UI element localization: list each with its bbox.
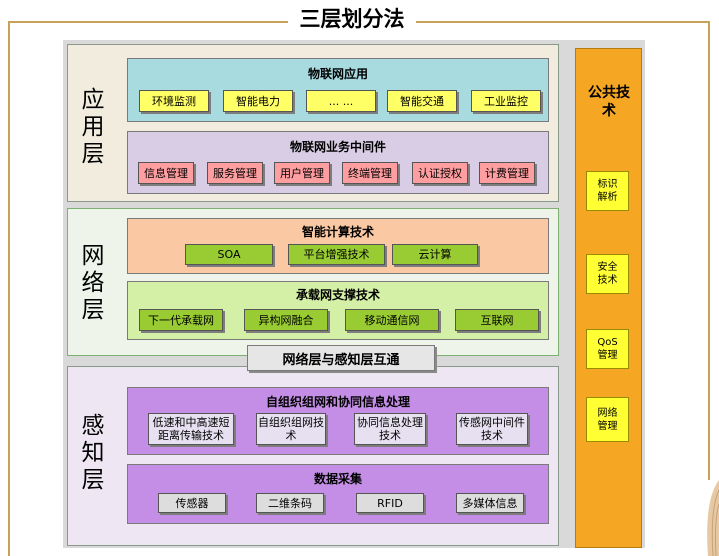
- mw-info-management: 信息管理: [138, 162, 194, 184]
- app-env-monitoring: 环境监测: [139, 90, 209, 112]
- iot-app-title: 物联网应用: [307, 67, 368, 81]
- dc-multimedia: 多媒体信息: [456, 493, 524, 513]
- so-sensor-middleware: 传感网中间件技术: [456, 413, 528, 445]
- app-smart-traffic: 智能交通: [387, 90, 457, 112]
- main-title: 三层划分法: [288, 4, 416, 34]
- self-org-panel: 自组织组网和协同信息处理 低速和中高速短距离传输技术 自组织组网技术 协同信息处…: [127, 387, 549, 455]
- so-self-org-networking: 自组织组网技术: [256, 413, 326, 445]
- app-ellipsis: ... ...: [306, 90, 376, 112]
- data-collection-panel: 数据采集 传感器 二维条码 RFID 多媒体信息: [127, 464, 549, 524]
- pt-security: 安全技术: [586, 254, 629, 294]
- bearer-network-title: 承载网支撑技术: [295, 288, 380, 302]
- middleware-panel: 物联网业务中间件 信息管理 服务管理 用户管理 终端管理 认证授权 计费管理: [127, 131, 549, 194]
- so-collaborative-processing: 协同信息处理技术: [354, 413, 426, 445]
- mw-terminal-management: 终端管理: [342, 162, 398, 184]
- so-transmission: 低速和中高速短距离传输技术: [148, 413, 234, 445]
- mw-billing: 计费管理: [479, 162, 535, 184]
- mw-user-management: 用户管理: [274, 162, 330, 184]
- net-mobile-communication: 移动通信网: [345, 309, 439, 331]
- dc-qr-code: 二维条码: [256, 493, 324, 513]
- corner-decoration: [702, 480, 719, 556]
- net-next-gen-bearer: 下一代承载网: [139, 309, 223, 331]
- public-tech-title: 公共技术: [588, 85, 630, 119]
- tech-cloud-computing: 云计算: [392, 244, 478, 265]
- smart-computing-title: 智能计算技术: [301, 225, 374, 239]
- iot-app-panel: 物联网应用 环境监测 智能电力 ... ... 智能交通 工业监控: [127, 58, 549, 122]
- tech-soa: SOA: [185, 244, 273, 265]
- net-heterogeneous-fusion: 异构网融合: [244, 309, 328, 331]
- pt-network-management: 网络管理: [586, 397, 629, 442]
- mw-auth: 认证授权: [412, 162, 468, 184]
- perception-layer: 感知层 自组织组网和协同信息处理 低速和中高速短距离传输技术 自组织组网技术 协…: [67, 366, 559, 546]
- middleware-title: 物联网业务中间件: [289, 140, 386, 154]
- app-industrial-monitoring: 工业监控: [471, 90, 541, 112]
- pt-qos-management: QoS管理: [586, 329, 629, 369]
- diagram-canvas: 应用层 物联网应用 环境监测 智能电力 ... ... 智能交通 工业监控 物联…: [63, 40, 645, 548]
- application-layer-label: 应用层: [81, 87, 105, 167]
- mw-service-management: 服务管理: [207, 162, 263, 184]
- network-layer-label: 网络层: [81, 243, 105, 323]
- perception-layer-label: 感知层: [81, 413, 105, 493]
- application-layer: 应用层 物联网应用 环境监测 智能电力 ... ... 智能交通 工业监控 物联…: [67, 44, 559, 202]
- network-layer: 网络层 智能计算技术 SOA 平台增强技术 云计算 承载网支撑技术 下一代承载网…: [67, 208, 559, 356]
- dc-rfid: RFID: [356, 493, 424, 513]
- data-collection-title: 数据采集: [313, 472, 362, 486]
- net-internet: 互联网: [455, 309, 539, 331]
- smart-computing-panel: 智能计算技术 SOA 平台增强技术 云计算: [127, 218, 549, 274]
- dc-sensor: 传感器: [158, 493, 226, 513]
- pt-identifier-resolution: 标识解析: [586, 171, 629, 211]
- public-tech-column: 公共技术 标识解析 安全技术 QoS管理 网络管理: [575, 48, 642, 548]
- app-smart-power: 智能电力: [223, 90, 293, 112]
- bearer-network-panel: 承载网支撑技术 下一代承载网 异构网融合 移动通信网 互联网: [127, 281, 549, 340]
- self-org-title: 自组织组网和协同信息处理: [265, 395, 410, 409]
- interconnect-box: 网络层与感知层互通: [247, 345, 435, 371]
- tech-platform-enhancement: 平台增强技术: [288, 244, 385, 265]
